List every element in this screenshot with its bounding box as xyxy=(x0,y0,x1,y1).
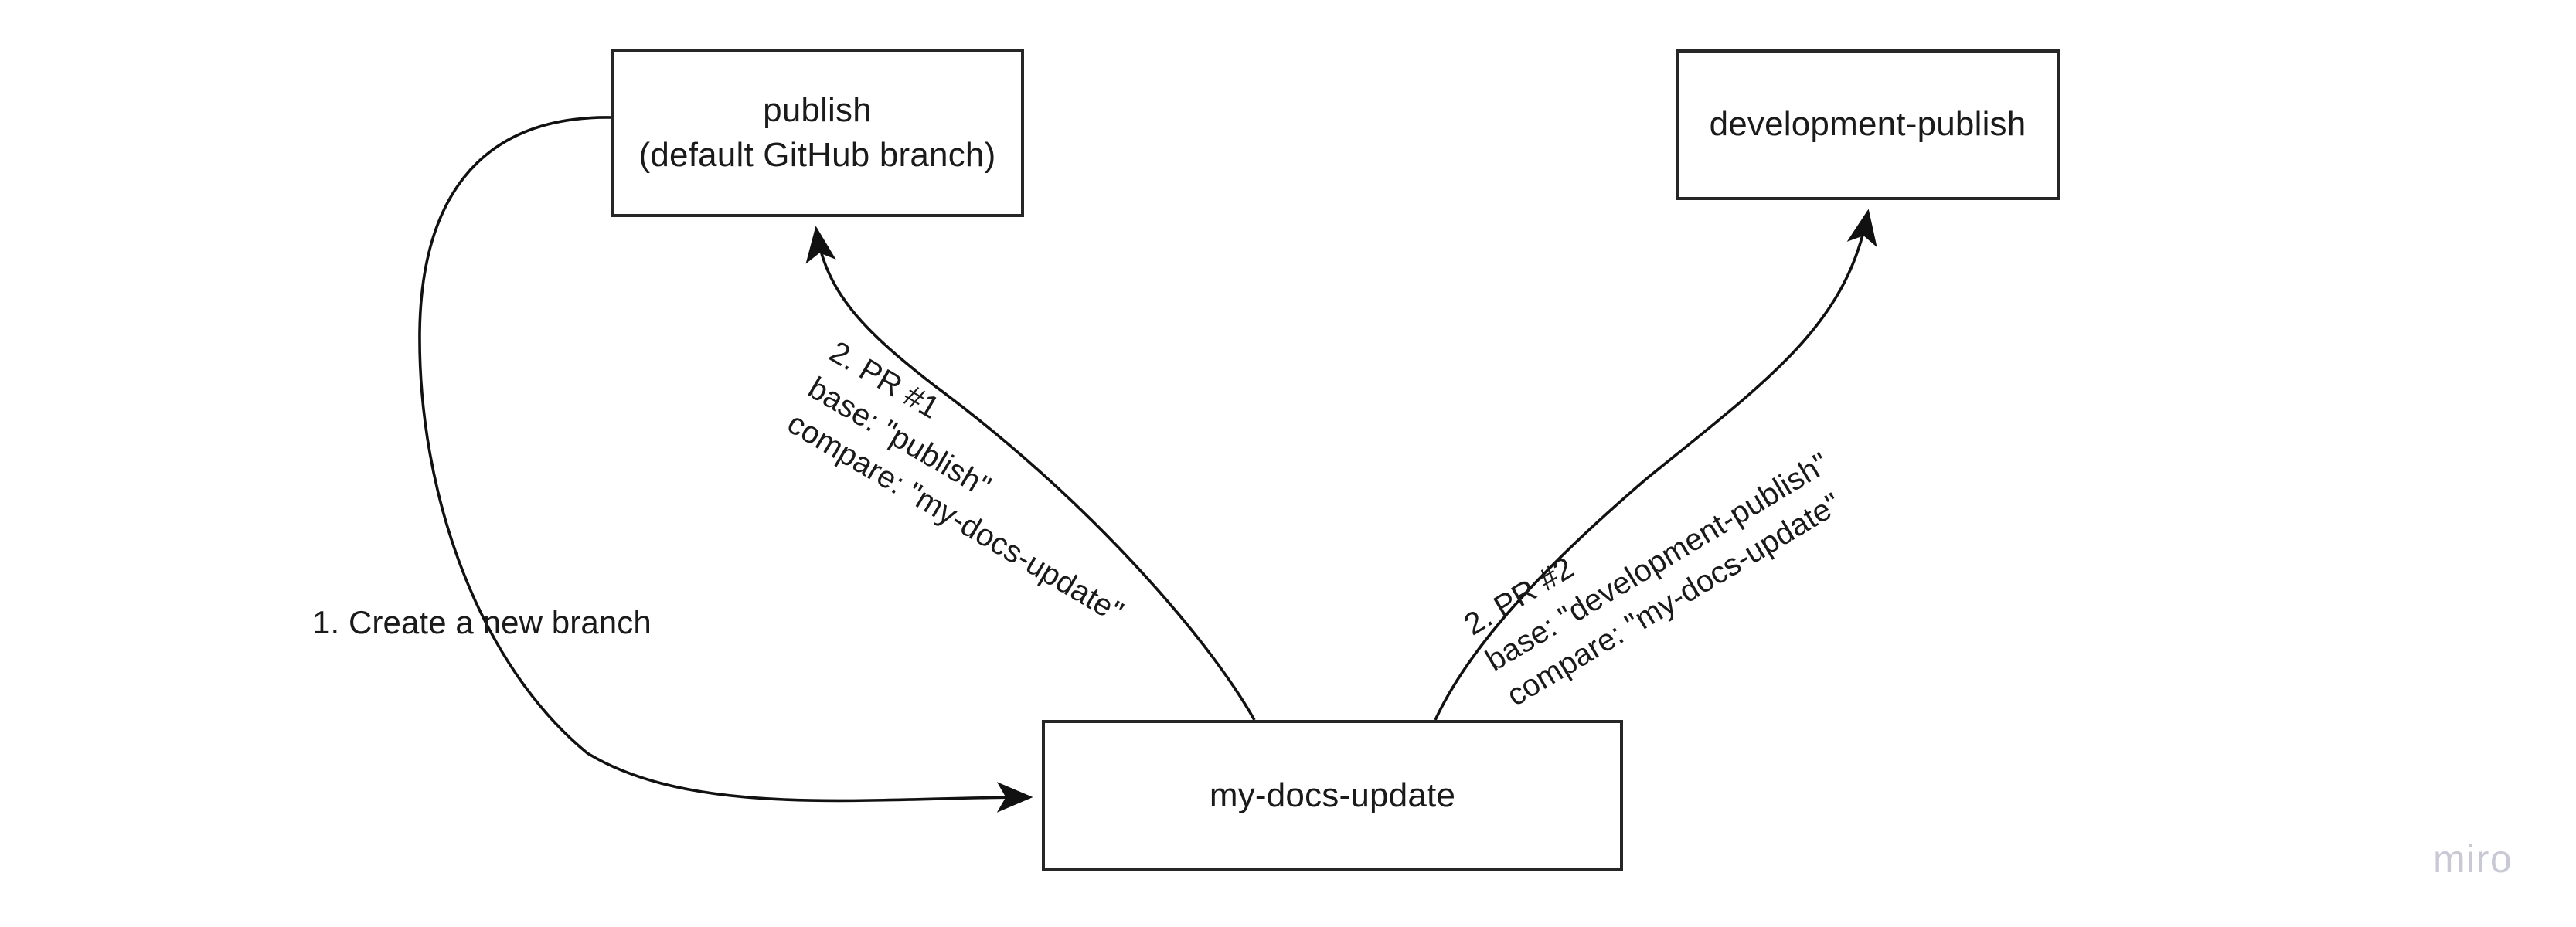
edge-label-create-branch[interactable]: 1. Create a new branch xyxy=(312,604,652,640)
edge-label-pr-1[interactable]: 2. PR #1 base: "publish" compare: "my-do… xyxy=(781,334,1129,630)
edge-label-pr-2[interactable]: 2. PR #2 base: "development-publish" com… xyxy=(1458,446,1847,714)
miro-watermark: miro xyxy=(2433,837,2513,881)
node-development-publish[interactable]: development-publish xyxy=(1676,49,2060,200)
node-publish[interactable]: publish (default GitHub branch) xyxy=(611,49,1024,217)
node-my-docs-update[interactable]: my-docs-update xyxy=(1042,720,1623,871)
